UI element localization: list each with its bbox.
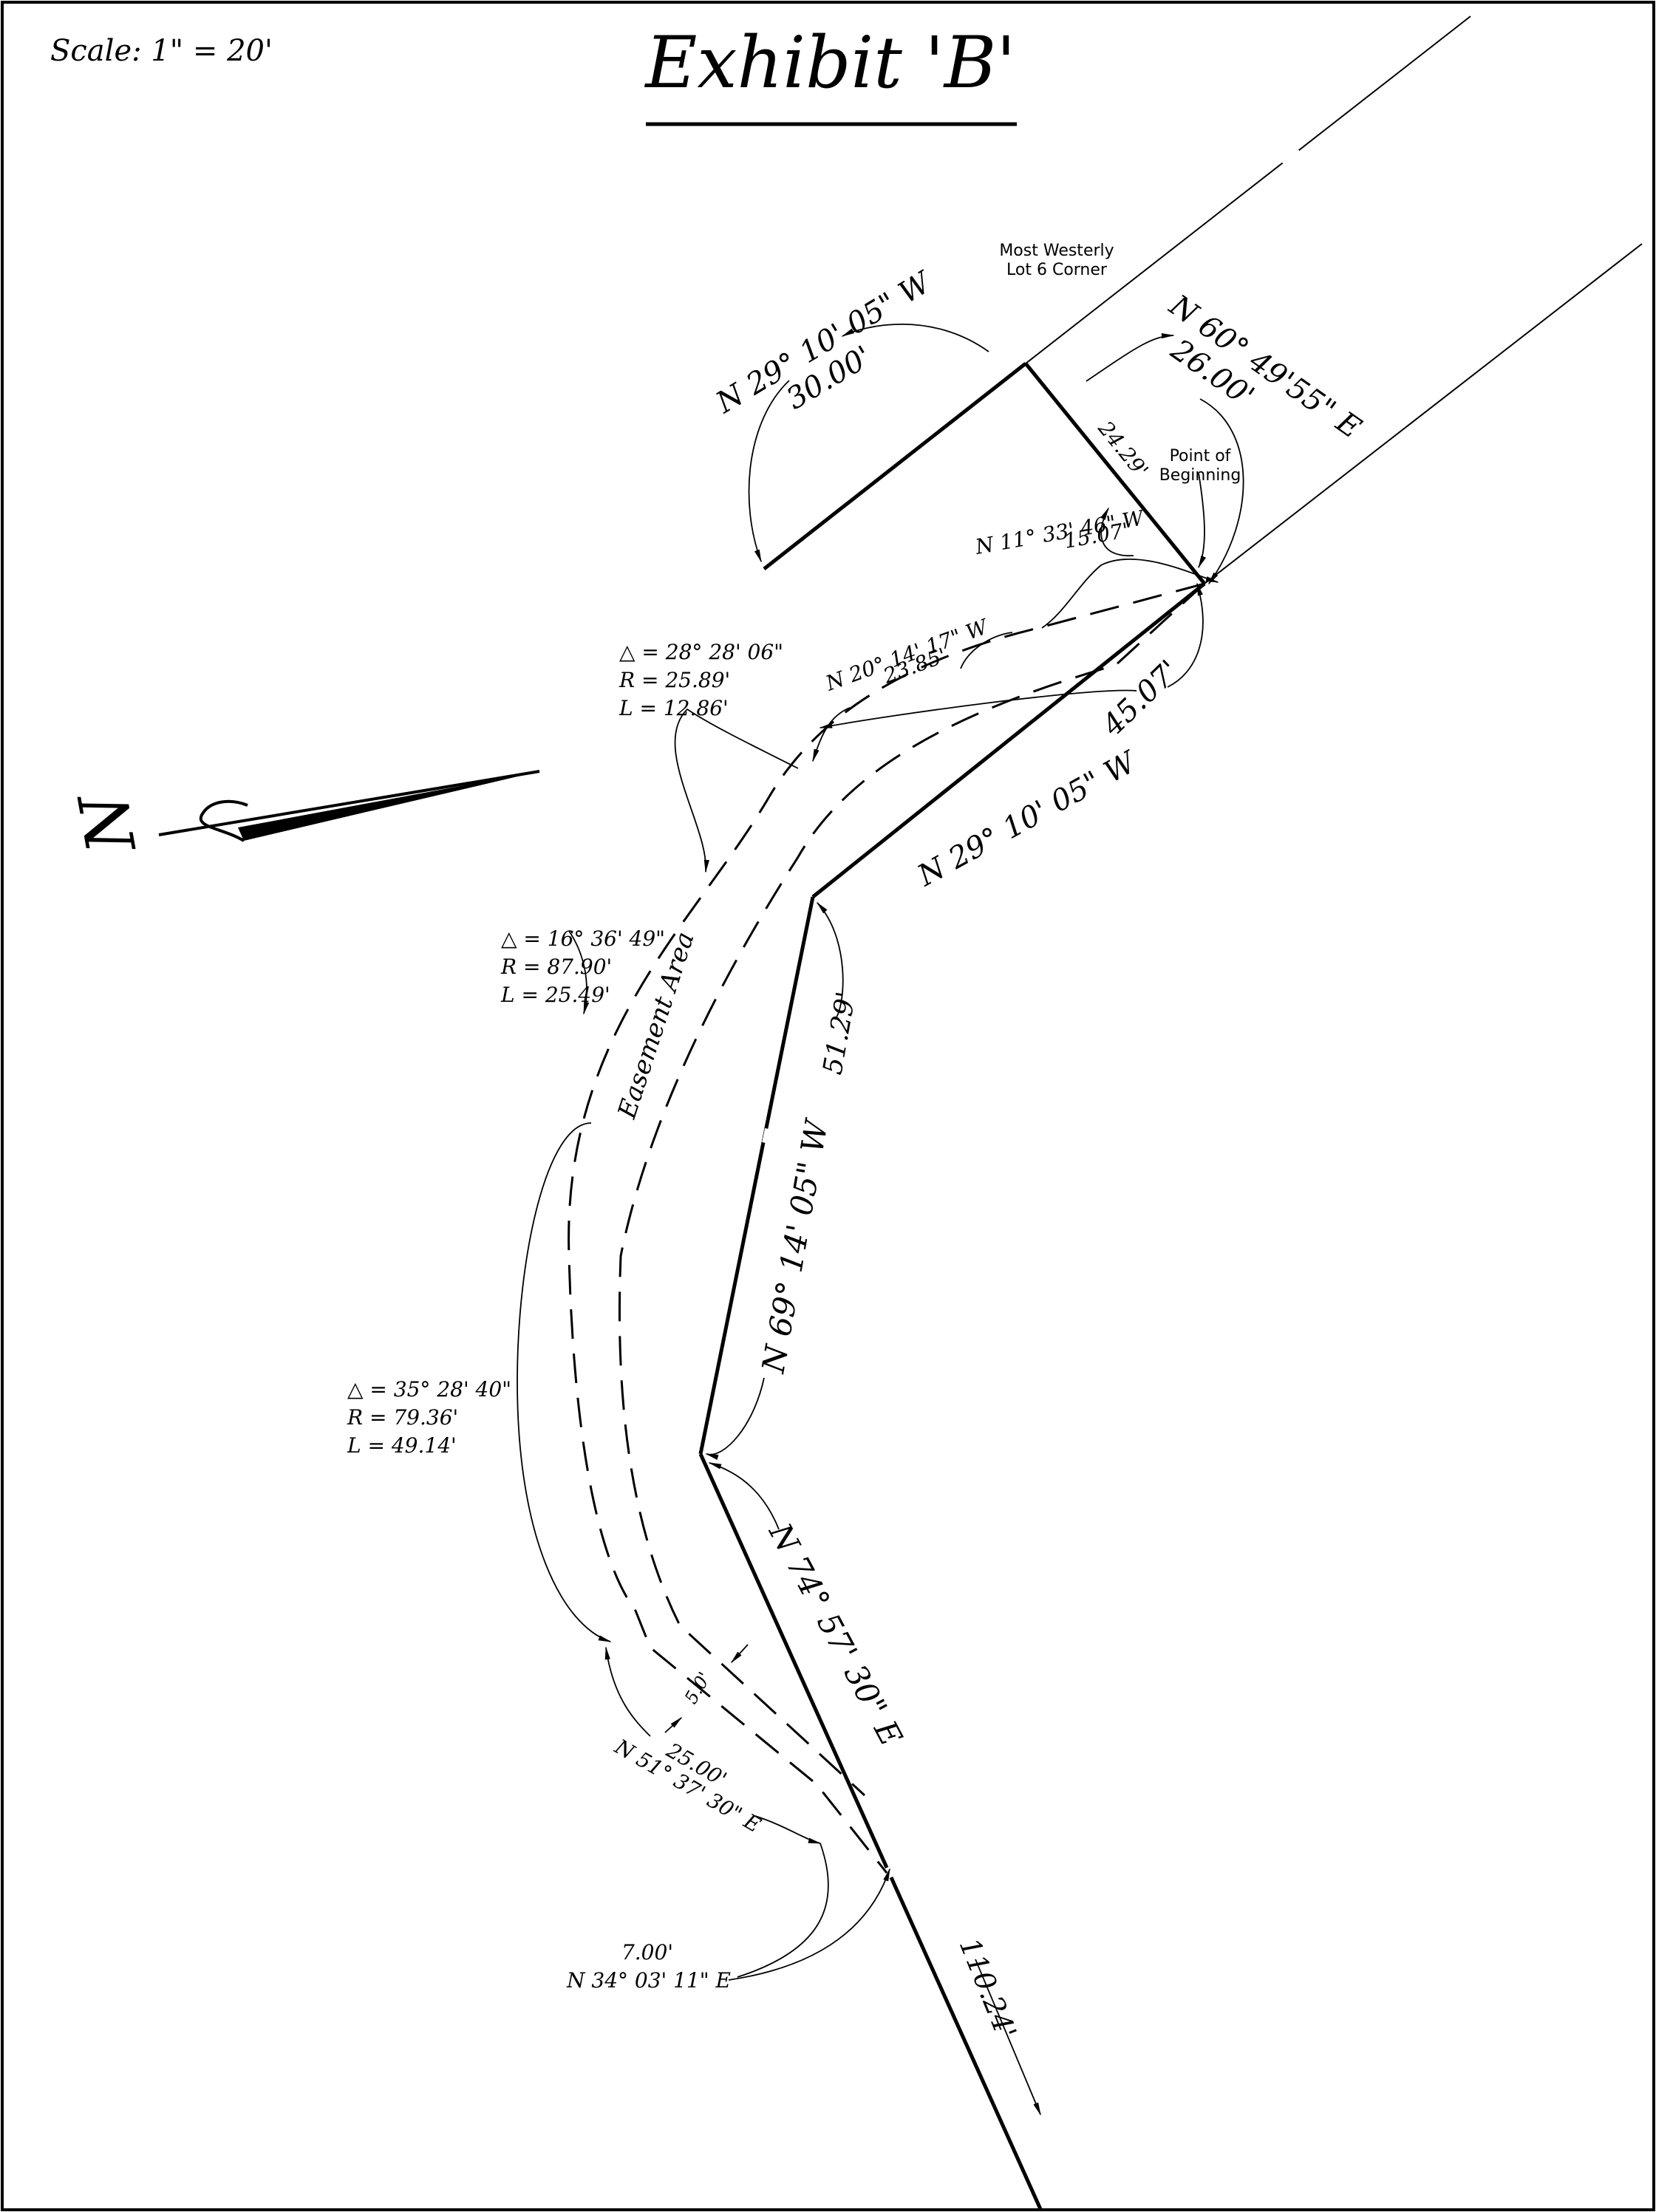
course-6-bearing: N 29° 10' 05" W <box>912 745 1144 894</box>
course-8-bearing: N 69° 14' 05" W <box>754 1115 835 1376</box>
course-11-bearing: N 34° 03' 11" E <box>566 1968 731 1993</box>
svg-text:△ = 35° 28' 40": △ = 35° 28' 40" <box>347 1377 511 1402</box>
easement-width: 5.0' <box>681 1668 715 1707</box>
svg-text:Lot 6 Corner: Lot 6 Corner <box>1006 261 1108 279</box>
north-label: N <box>64 785 151 860</box>
north-arrow: N <box>64 770 540 860</box>
svg-text:L = 12.86': L = 12.86' <box>619 696 729 720</box>
curve-2-data: △ = 16° 36' 49" R = 87.90' L = 25.49' <box>500 926 665 1007</box>
boundary-lines <box>698 362 1206 2211</box>
svg-text:Point of: Point of <box>1170 447 1232 465</box>
course-7-distance: 51.29' <box>817 989 862 1076</box>
svg-text:Most Westerly: Most Westerly <box>999 242 1114 260</box>
svg-text:L = 49.14': L = 49.14' <box>347 1433 457 1458</box>
easement-lines <box>568 582 1206 1874</box>
svg-text:R = 87.90': R = 87.90' <box>500 955 612 979</box>
westerly-corner-note: Most Westerly Lot 6 Corner <box>999 242 1114 279</box>
svg-text:R = 79.36': R = 79.36' <box>347 1405 458 1430</box>
svg-text:△ = 16° 36' 49": △ = 16° 36' 49" <box>501 926 665 951</box>
svg-text:L = 25.49': L = 25.49' <box>500 983 610 1007</box>
course-6-distance: 45.07' <box>1095 654 1186 743</box>
course-9-bearing: N 74° 57' 30" E <box>762 1517 910 1752</box>
course-11-distance: 7.00' <box>621 1940 673 1964</box>
course-3-distance: 24.29' <box>1093 416 1154 482</box>
pob-note: Point of Beginning <box>1159 447 1241 485</box>
page-title: Exhibit 'B' <box>644 21 1015 104</box>
dimension-arcs <box>517 324 1244 2116</box>
scale-label: Scale: 1" = 20' <box>50 34 273 68</box>
easement-area-label: Easement Area <box>612 929 700 1123</box>
svg-text:R = 25.89': R = 25.89' <box>619 668 730 692</box>
adjoining-lot-lines <box>1025 16 1643 584</box>
course-12-distance: 110.24' <box>953 1933 1023 2044</box>
curve-1-data: △ = 28° 28' 06" R = 25.89' L = 12.86' <box>619 640 783 720</box>
curve-3-data: △ = 35° 28' 40" R = 79.36' L = 49.14' <box>347 1377 511 1458</box>
svg-text:△ = 28° 28' 06": △ = 28° 28' 06" <box>619 640 783 664</box>
svg-text:Beginning: Beginning <box>1159 466 1241 485</box>
